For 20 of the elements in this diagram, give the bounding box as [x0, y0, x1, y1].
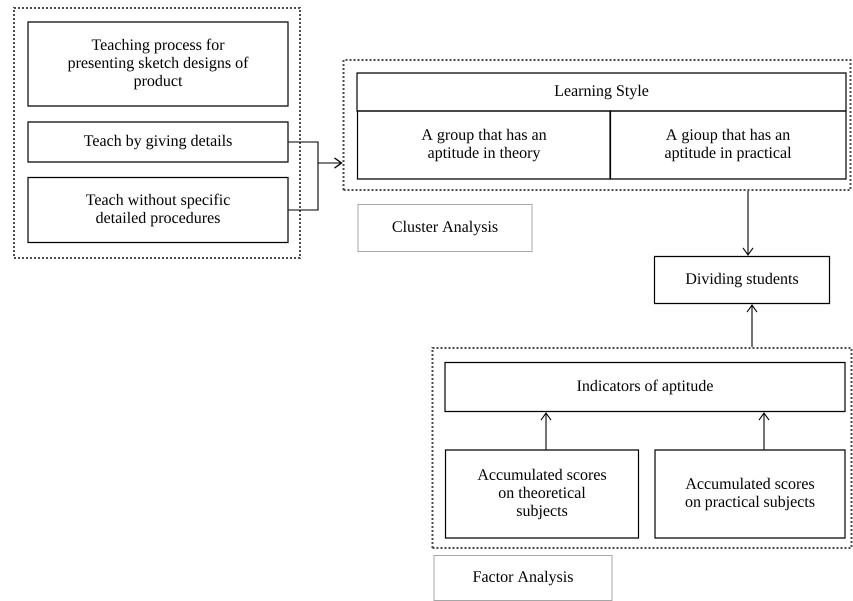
- arrow: [742, 191, 754, 256]
- process-box: Teach without specific detailed procedures: [27, 176, 289, 244]
- dotted-group-frame: [342, 59, 852, 191]
- arrow: [746, 304, 758, 347]
- process-box: Accumulated scores on practical subjects: [654, 449, 846, 539]
- dotted-group-frame: [13, 7, 301, 259]
- process-box: A group that has an aptitude in theory: [356, 110, 612, 180]
- dotted-group-frame: [432, 347, 852, 549]
- process-box: Accumulated scores on theoretical subjects: [444, 449, 640, 539]
- process-box: A gioup that has an aptitude in practical: [609, 110, 847, 180]
- process-box: Teaching process for presenting sketch designs of product: [27, 21, 289, 107]
- process-box: Teach by giving details: [27, 121, 289, 163]
- arrow: [758, 412, 770, 450]
- arrow: [540, 412, 552, 450]
- label-box: Cluster Analysis: [358, 204, 532, 252]
- process-box: Indicators of aptitude: [444, 362, 846, 412]
- arrow: [288, 158, 342, 211]
- process-box: Learning Style: [356, 72, 847, 112]
- label-box: Factor Analysis: [434, 555, 612, 601]
- process-box: Dividing students: [654, 256, 830, 304]
